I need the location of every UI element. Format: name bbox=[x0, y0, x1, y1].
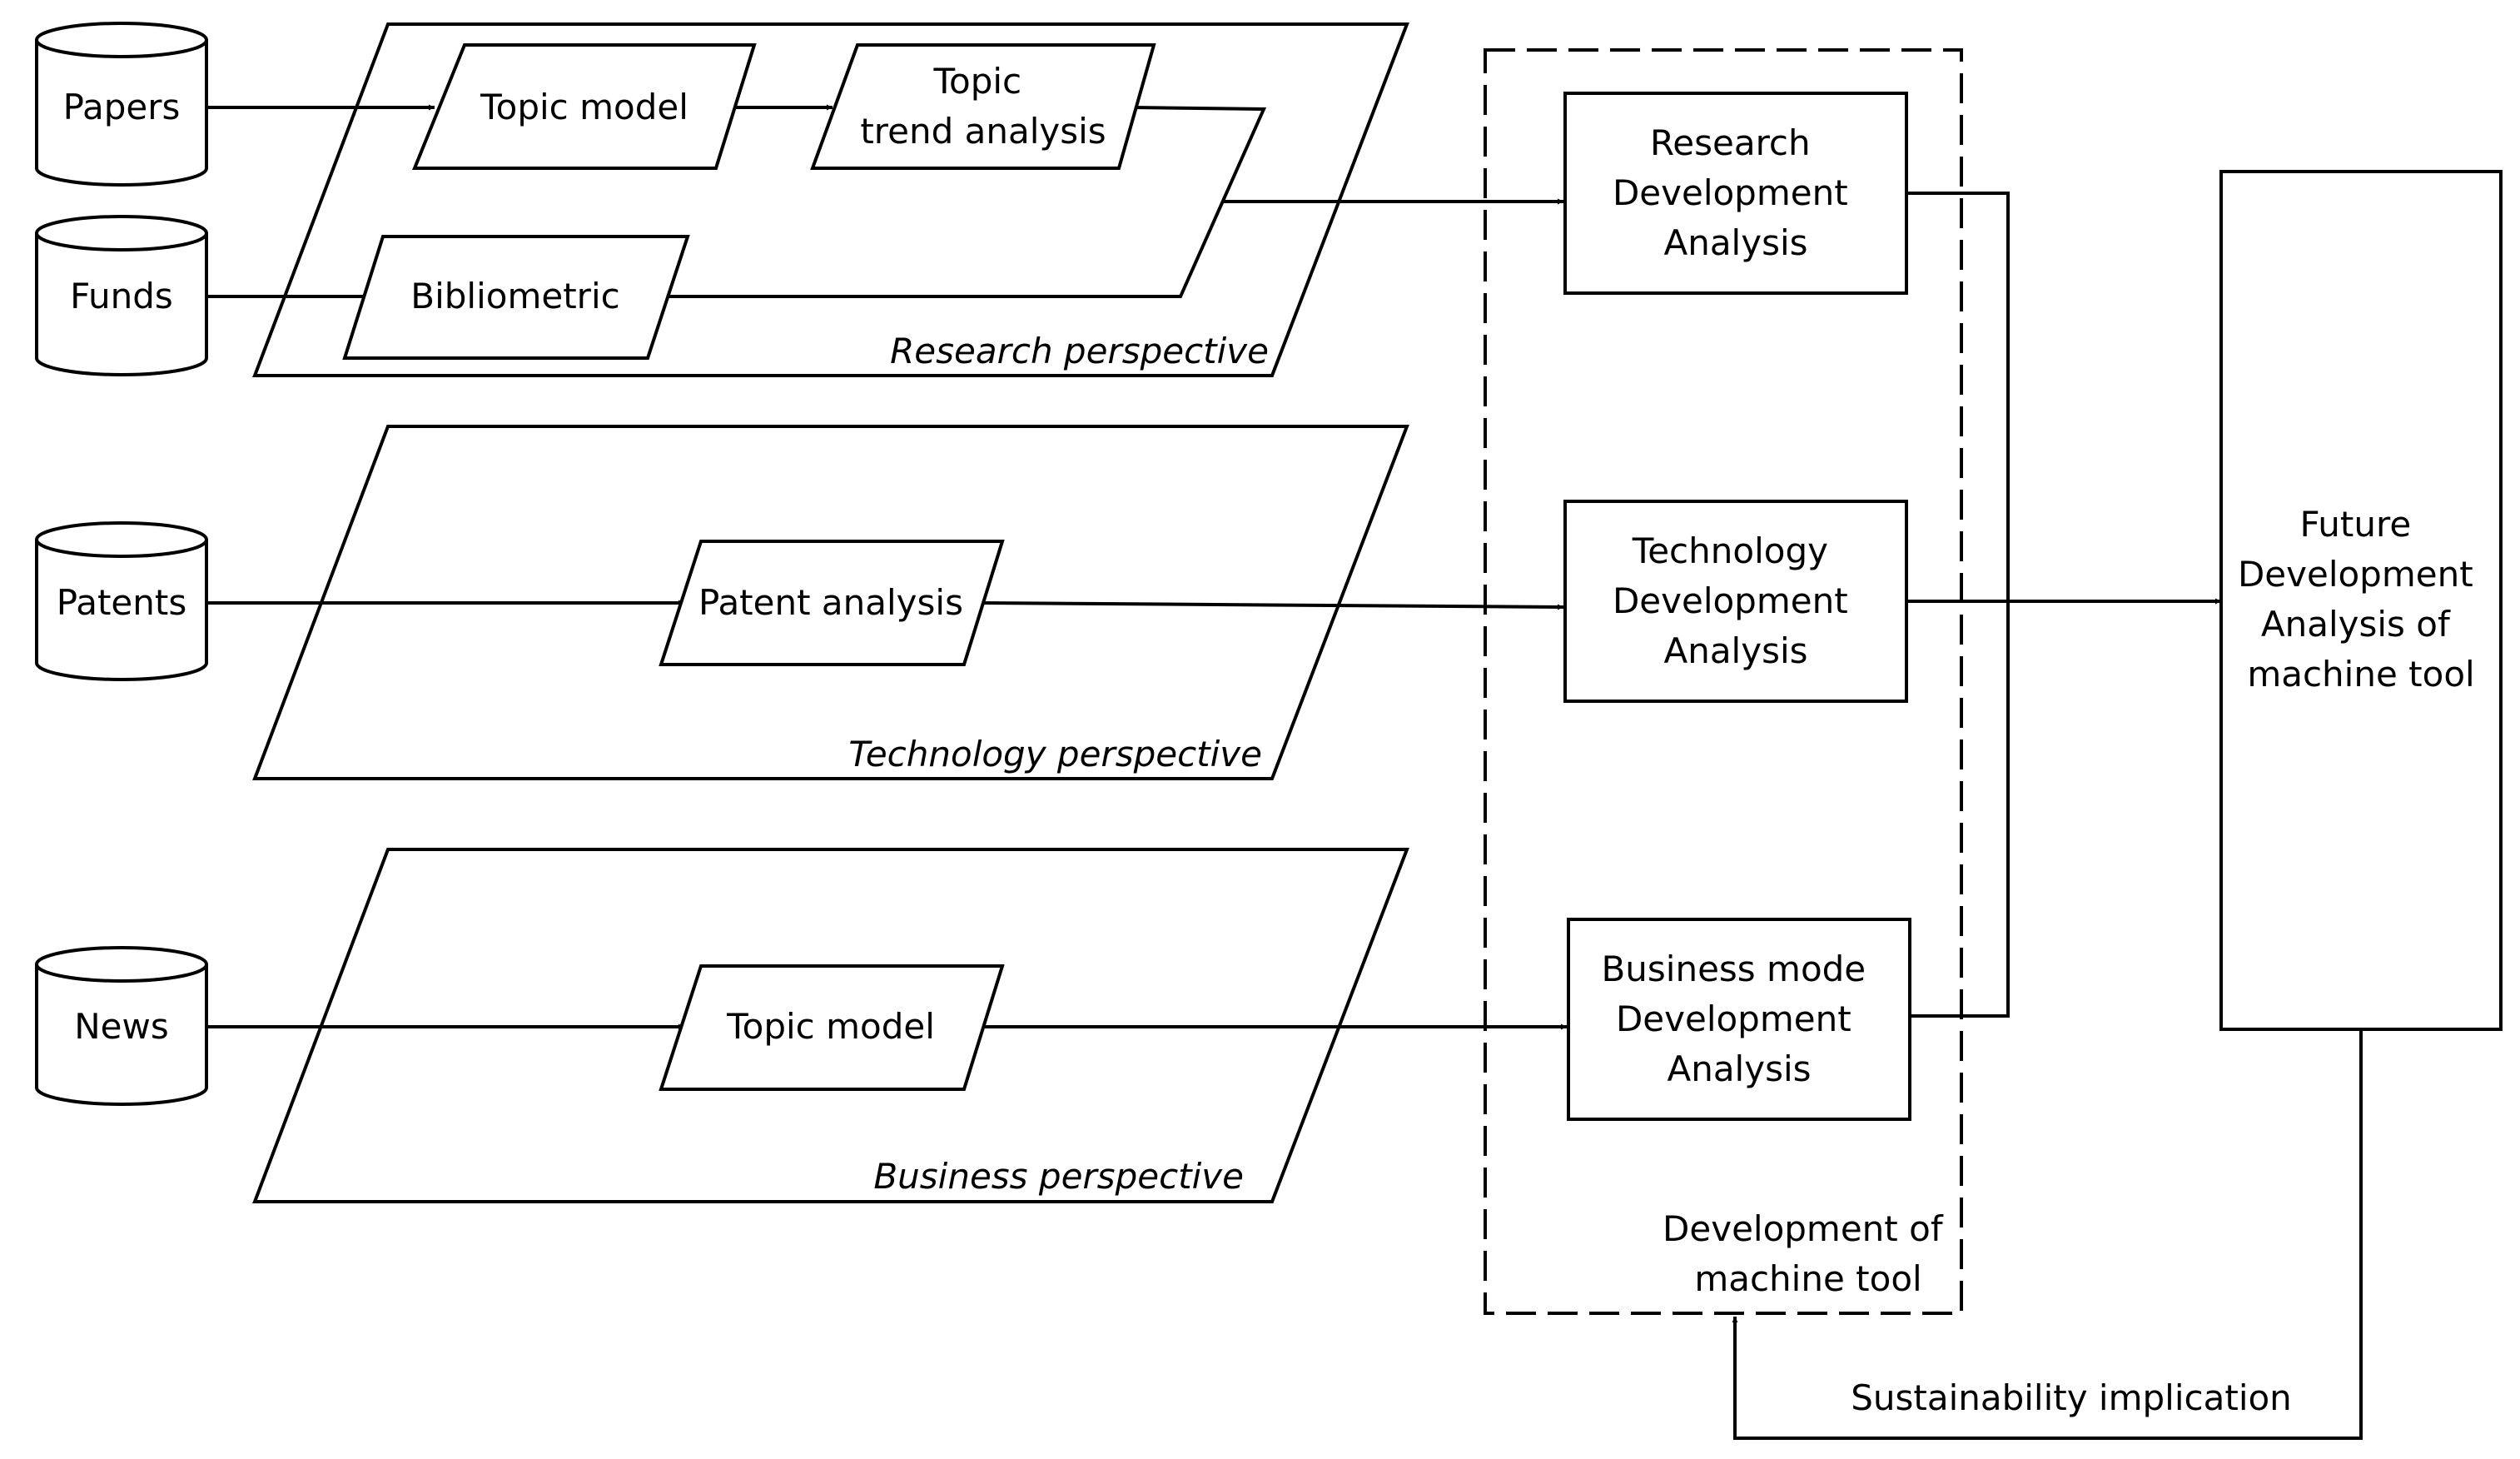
research-development-analysis-box: Research Development Analysis bbox=[1563, 92, 1908, 295]
news-label: News bbox=[74, 1006, 169, 1047]
development-of-machine-tool-group bbox=[1484, 48, 1963, 1315]
topic-trend-analysis-label: Topic trend analysis bbox=[860, 61, 1106, 152]
sustainability-implication-label: Sustainability implication bbox=[1851, 1377, 2292, 1418]
development-of-machine-tool-label: Development of machine tool bbox=[1663, 1208, 1954, 1299]
bibliometric-process: Bibliometric bbox=[342, 235, 690, 360]
business-development-analysis-box: Business mode Development Analysis bbox=[1567, 918, 1911, 1121]
business-perspective-label: Business perspective bbox=[873, 1156, 1244, 1197]
research-development-analysis-label: Research Development Analysis bbox=[1613, 122, 1859, 263]
patent-analysis-process: Patent analysis bbox=[659, 540, 1005, 666]
topic-model-business-process: Topic model bbox=[659, 964, 1005, 1091]
patents-label: Patents bbox=[57, 582, 186, 623]
research-perspective-panel bbox=[252, 22, 1409, 377]
patent-analysis-to-technology-arrow bbox=[982, 601, 1564, 610]
bibliometric-label: Bibliometric bbox=[410, 276, 619, 316]
technology-perspective-label: Technology perspective bbox=[848, 734, 1262, 774]
future-development-analysis-box: Future Development Analysis of machine t… bbox=[2219, 170, 2503, 1031]
future-development-analysis-label: Future Development Analysis of machine t… bbox=[2238, 504, 2484, 695]
technology-development-analysis-box: Technology Development Analysis bbox=[1563, 500, 1908, 703]
technology-development-analysis-label: Technology Development Analysis bbox=[1613, 530, 1859, 671]
business-development-analysis-label: Business mode Development Analysis bbox=[1601, 949, 1876, 1089]
topic-model-business-label: Topic model bbox=[726, 1006, 935, 1047]
sustainability-feedback-arrow bbox=[1732, 1029, 2363, 1440]
papers-label: Papers bbox=[63, 87, 181, 127]
papers-database: Papers bbox=[35, 22, 208, 187]
patent-analysis-label: Patent analysis bbox=[698, 582, 963, 623]
research-to-bracket-line bbox=[1908, 192, 2010, 1018]
patents-database: Patents bbox=[35, 521, 208, 681]
technology-perspective-panel bbox=[252, 425, 1409, 780]
funds-label: Funds bbox=[70, 276, 173, 316]
topic-model-research-label: Topic model bbox=[480, 87, 688, 127]
news-database: News bbox=[35, 946, 208, 1106]
business-perspective-panel bbox=[252, 848, 1409, 1203]
topic-trend-analysis-process: Topic trend analysis bbox=[810, 43, 1156, 170]
funds-database: Funds bbox=[35, 215, 208, 376]
topic-model-research-process: Topic model bbox=[412, 43, 757, 170]
research-perspective-label: Research perspective bbox=[890, 331, 1269, 371]
